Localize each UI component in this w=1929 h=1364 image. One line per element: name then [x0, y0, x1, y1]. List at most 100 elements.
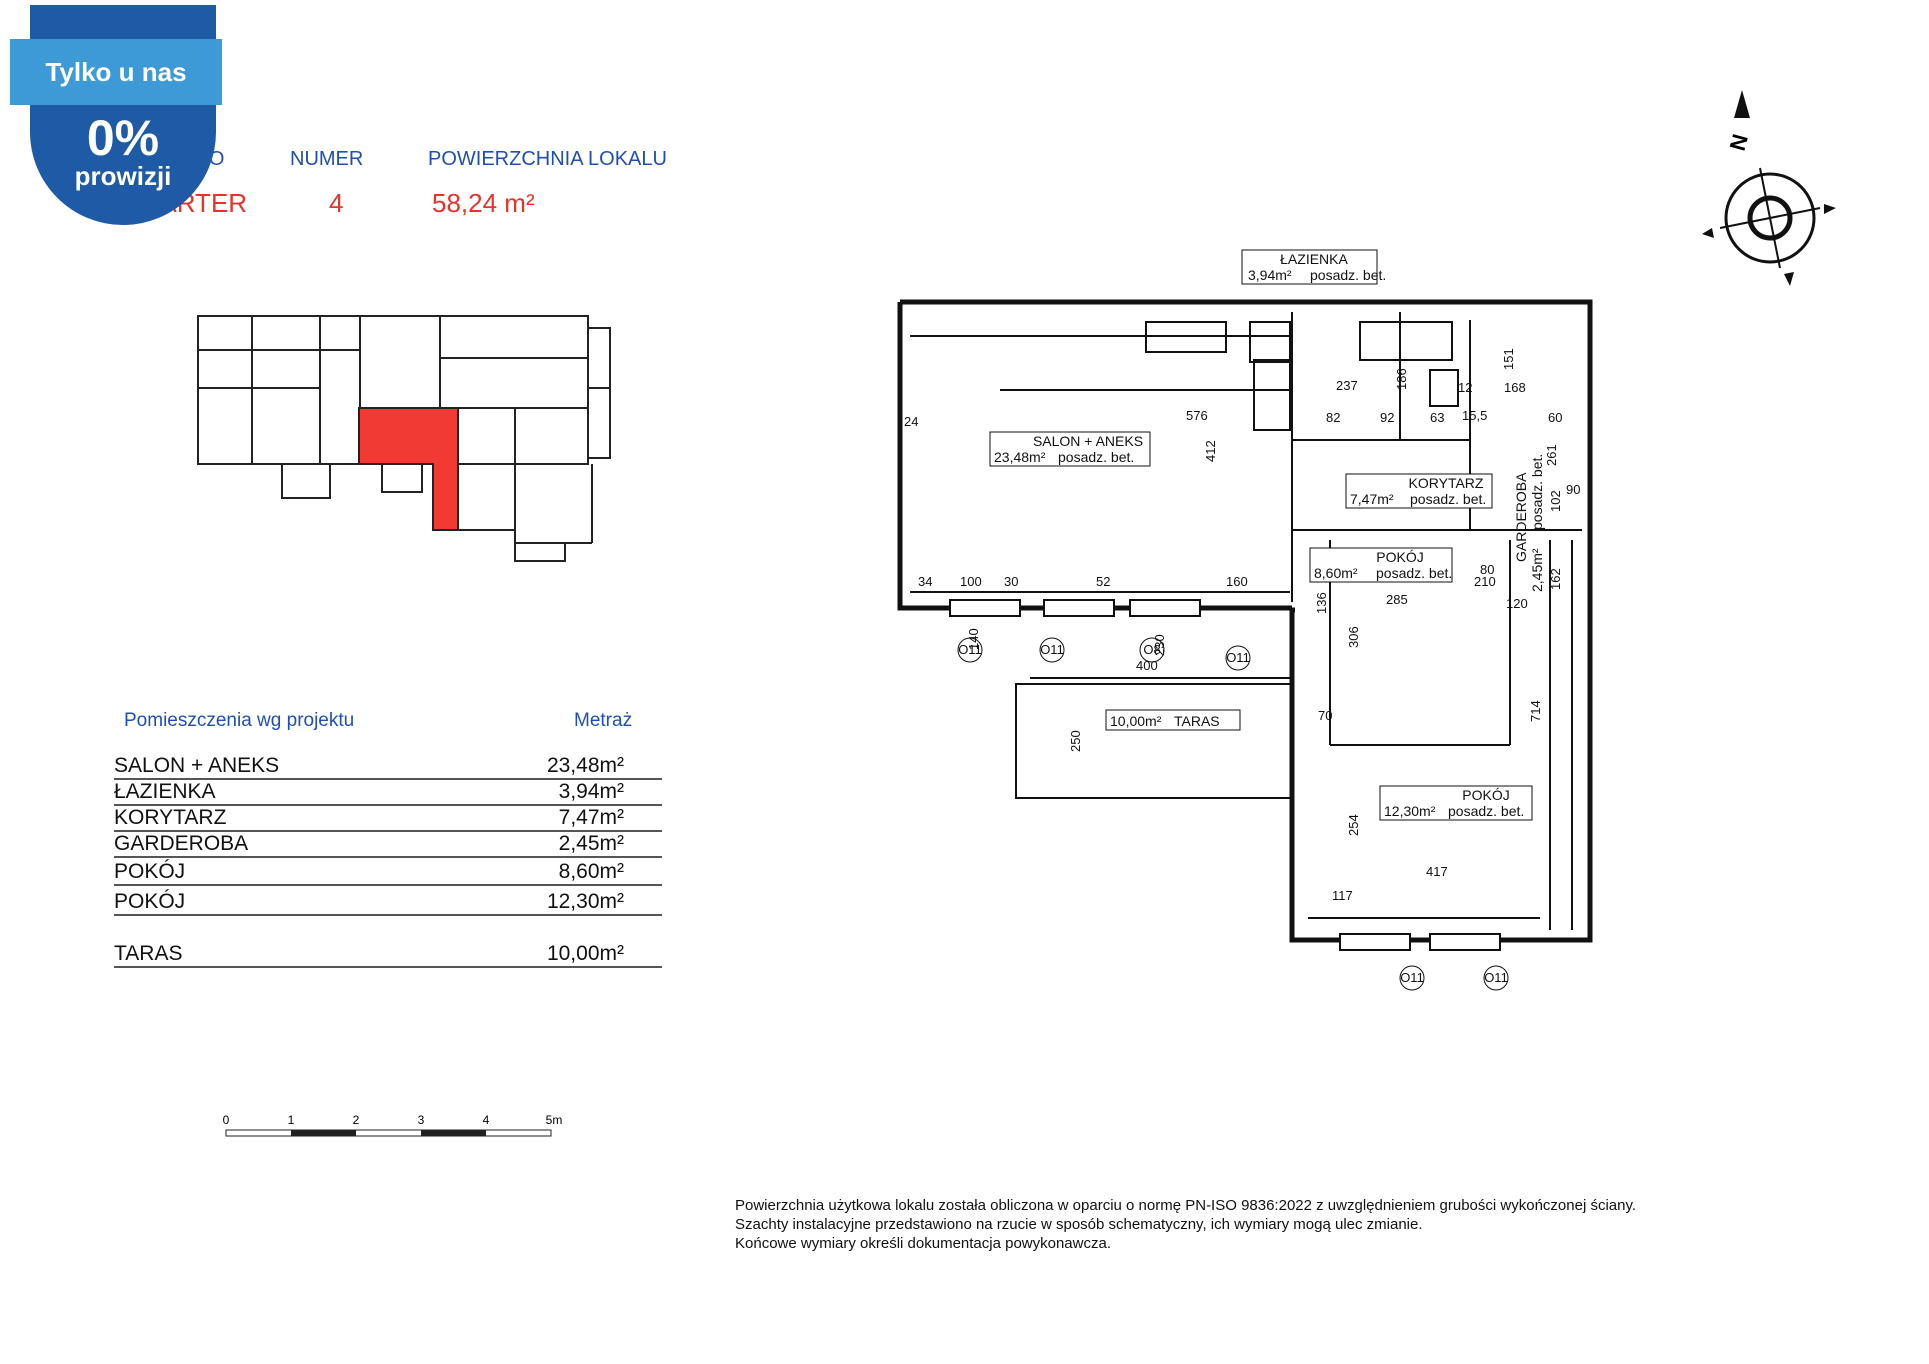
number-value: 4 [329, 188, 344, 218]
dimension-label: 168 [1504, 380, 1526, 395]
window-code: O8 [1143, 642, 1160, 657]
scale-label: 1 [288, 1113, 295, 1127]
dimension-label: 12 [1458, 380, 1472, 395]
footnotes: Powierzchnia użytkowa lokalu została obl… [735, 1196, 1735, 1253]
compass-icon: N [1702, 90, 1836, 286]
area-label: POWIERZCHNIA LOKALU [428, 148, 667, 170]
dimension-label: 210 [1474, 574, 1496, 589]
dimension-label: 186 [1394, 368, 1409, 390]
room-area: 10,00m² [546, 942, 624, 965]
footnote: Końcowe wymiary określi dokumentacja pow… [735, 1235, 1111, 1252]
dimension-label: 151 [1501, 348, 1516, 370]
highlighted-unit [358, 407, 459, 531]
room-area: 8,60m² [558, 860, 624, 883]
dimension-label: 162 [1548, 568, 1563, 590]
footnote: Szachty instalacyjne przedstawiono na rz… [735, 1216, 1423, 1233]
room-area: 12,30m² [1384, 803, 1436, 819]
window-code: O11 [1400, 970, 1424, 985]
dimension-label: 92 [1380, 410, 1394, 425]
window-code: O11 [1040, 642, 1064, 657]
room-floor: posadz. bet. [1529, 454, 1545, 530]
dimension-label: 60 [1548, 410, 1562, 425]
room-name: POKÓJ [114, 860, 186, 883]
dimension-label: 254 [1346, 814, 1361, 836]
window-code: O11 [1226, 650, 1250, 665]
room-area: 7,47m² [558, 806, 624, 829]
dimension-label: 417 [1426, 864, 1448, 879]
dimension-label: 412 [1203, 440, 1218, 462]
dimension-label: 576 [1186, 408, 1208, 423]
room-floor: posadz. bet. [1058, 449, 1134, 465]
room-area: 8,60m² [1314, 565, 1358, 581]
dimension-label: 63 [1430, 410, 1444, 425]
badge-ribbon [10, 39, 222, 105]
room-name: SALON + ANEKS [1033, 433, 1143, 449]
number-label: NUMER [290, 148, 364, 170]
dimension-label: 90 [1566, 482, 1580, 497]
table-row: ŁAZIENKA 3,94m² [114, 778, 662, 806]
dimension-label: 250 [1068, 730, 1083, 752]
room-area: 2,45m² [1529, 548, 1545, 592]
room-area: 23,48m² [546, 754, 624, 777]
room-name: SALON + ANEKS [114, 754, 280, 777]
dimension-label: 70 [1318, 708, 1332, 723]
dimension-label: 52 [1096, 574, 1110, 589]
table-row: KORYTARZ 7,47m² [114, 804, 662, 832]
dimension-label: 117 [1332, 888, 1353, 903]
room-name: KORYTARZ [1409, 475, 1484, 491]
dimension-label: 714 [1528, 700, 1543, 722]
dimension-label: 30 [1004, 574, 1018, 589]
dimension-label: 24 [904, 414, 918, 429]
room-area: 2,45m² [558, 832, 624, 855]
room-floor: posadz. bet. [1310, 267, 1386, 283]
dimension-label: 80 [1480, 562, 1494, 577]
room-name: POKÓJ [114, 890, 186, 913]
room-area: 10,00m² [1110, 713, 1162, 729]
promo-badge: Tylko u nas 0% prowizji [10, 5, 222, 225]
table-row: GARDEROBA 2,45m² [114, 830, 662, 858]
room-area: 12,30m² [546, 890, 624, 913]
compass-north-label: N [1725, 131, 1753, 153]
window-code: O11 [1484, 970, 1508, 985]
dimension-label: 400 [1136, 658, 1158, 673]
scale-label: 2 [353, 1113, 360, 1127]
dimension-label: 285 [1386, 592, 1408, 607]
scale-label: 3 [418, 1113, 425, 1127]
room-name: GARDEROBA [1513, 472, 1529, 562]
dimension-label: 34 [918, 574, 932, 589]
room-area: 7,47m² [1350, 491, 1394, 507]
dimension-label: 136 [1314, 592, 1329, 614]
room-name: TARAS [1174, 713, 1220, 729]
area-value: 58,24 m² [432, 188, 535, 218]
window-code: O11 [958, 642, 982, 657]
room-floor: posadz. bet. [1376, 565, 1452, 581]
dimension-label: 160 [1226, 574, 1248, 589]
dimension-label: 102 [1548, 490, 1563, 512]
dimension-label: 237 [1336, 378, 1358, 393]
dimension-label: 82 [1326, 410, 1340, 425]
scale-bar: 0 1 2 3 4 5m [223, 1113, 563, 1137]
room-name: POKÓJ [1462, 787, 1509, 803]
table-row: POKÓJ 12,30m² [114, 888, 662, 916]
room-name: KORYTARZ [114, 806, 227, 829]
table-row: POKÓJ 8,60m² [114, 858, 662, 886]
dimension-label: 140 [966, 628, 981, 650]
table-row-terrace: TARAS 10,00m² [114, 940, 662, 968]
rooms-table-title: Pomieszczenia wg projektu [124, 710, 355, 731]
room-floor: posadz. bet. [1410, 491, 1486, 507]
room-area: 3,94m² [1248, 267, 1292, 283]
scale-label: 4 [483, 1113, 490, 1127]
dimension-label: 15,5 [1462, 408, 1487, 423]
rooms-table-area-header: Metraż [574, 710, 633, 731]
dimension-label: 306 [1346, 626, 1361, 648]
room-name: ŁAZIENKA [1280, 251, 1348, 267]
floor-plan: ŁAZIENKA 3,94m² posadz. bet. SALON + ANE… [897, 249, 1593, 991]
dimension-label: 100 [960, 574, 982, 589]
room-area: 23,48m² [994, 449, 1046, 465]
room-name: ŁAZIENKA [114, 780, 216, 803]
key-plan [197, 315, 611, 562]
scale-label: 5m [546, 1113, 563, 1127]
footnote: Powierzchnia użytkowa lokalu została obl… [735, 1197, 1637, 1214]
badge-title: Tylko u nas [45, 57, 187, 87]
table-row: SALON + ANEKS 23,48m² [114, 752, 662, 780]
